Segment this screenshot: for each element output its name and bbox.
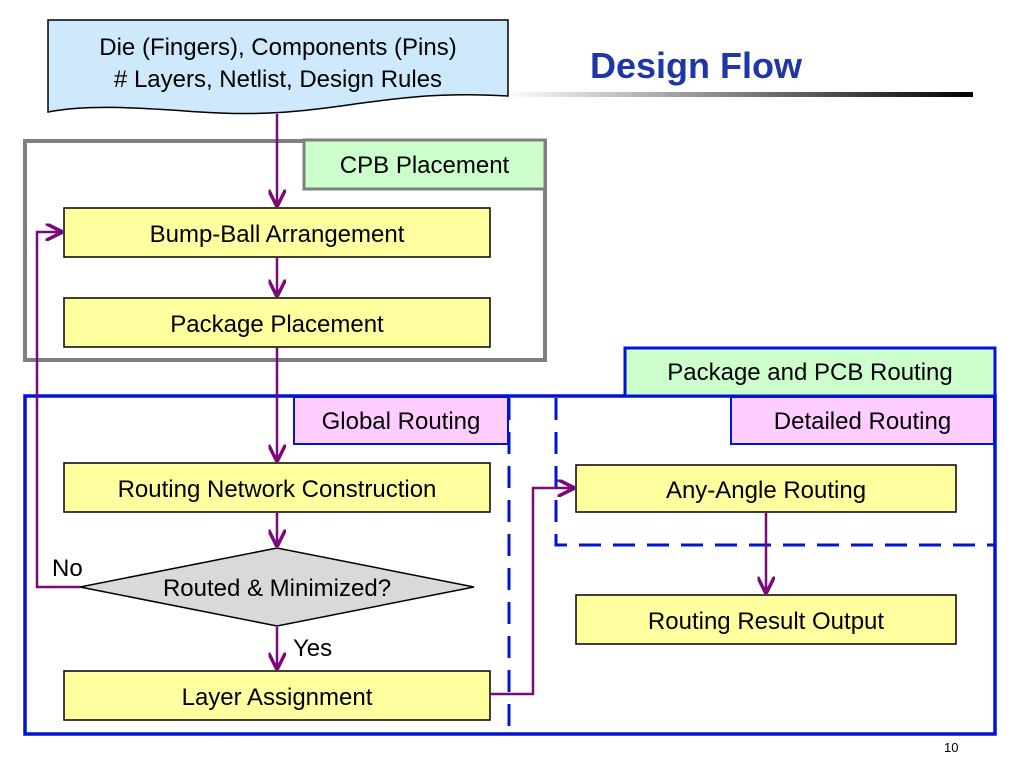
input-line-1: Die (Fingers), Components (Pins) xyxy=(99,34,456,61)
svg-text:Routing Result Output: Routing Result Output xyxy=(648,608,884,635)
input-document: Die (Fingers), Components (Pins) # Layer… xyxy=(47,19,509,115)
svg-text:Layer Assignment: Layer Assignment xyxy=(182,684,373,711)
svg-text:CPB Placement: CPB Placement xyxy=(340,152,510,179)
svg-text:Routed & Minimized?: Routed & Minimized? xyxy=(163,575,391,602)
global-routing-label: Global Routing xyxy=(293,396,509,445)
svg-text:Routing Network Construction: Routing Network Construction xyxy=(118,476,437,503)
package-placement-box: Package Placement xyxy=(63,297,491,348)
bump-ball-arrangement-box: Bump-Ball Arrangement xyxy=(63,207,491,258)
cpb-placement-frame xyxy=(23,139,547,362)
flow-arrows xyxy=(35,114,766,696)
package-pcb-routing-frame xyxy=(23,394,997,736)
package-pcb-routing-label: Package and PCB Routing xyxy=(623,346,997,398)
page-number: 10 xyxy=(944,740,958,755)
input-line-2: # Layers, Netlist, Design Rules xyxy=(114,66,442,93)
routing-result-output-box: Routing Result Output xyxy=(575,594,957,645)
yes-label: Yes xyxy=(293,635,332,662)
arrow-layer-to-any-angle xyxy=(490,488,573,696)
detailed-routing-frame xyxy=(554,398,995,547)
routing-network-construction-box: Routing Network Construction xyxy=(63,462,491,513)
svg-text:Detailed Routing: Detailed Routing xyxy=(774,408,951,435)
svg-text:Any-Angle Routing: Any-Angle Routing xyxy=(666,477,866,504)
layer-assignment-box: Layer Assignment xyxy=(63,670,491,721)
svg-text:Global Routing: Global Routing xyxy=(322,408,481,435)
title-rule xyxy=(505,92,973,97)
slide-title: Design Flow xyxy=(590,45,803,86)
no-label: No xyxy=(52,555,83,582)
any-angle-routing-box: Any-Angle Routing xyxy=(575,464,957,513)
cpb-placement-label: CPB Placement xyxy=(302,138,547,191)
routed-minimized-decision: Routed & Minimized? xyxy=(79,547,475,627)
svg-text:Package Placement: Package Placement xyxy=(170,311,384,338)
detailed-routing-label: Detailed Routing xyxy=(730,396,995,445)
svg-text:Bump-Ball Arrangement: Bump-Ball Arrangement xyxy=(150,221,405,248)
arrow-decision-no-loop xyxy=(35,232,80,589)
svg-text:Package and PCB Routing: Package and PCB Routing xyxy=(667,359,953,386)
